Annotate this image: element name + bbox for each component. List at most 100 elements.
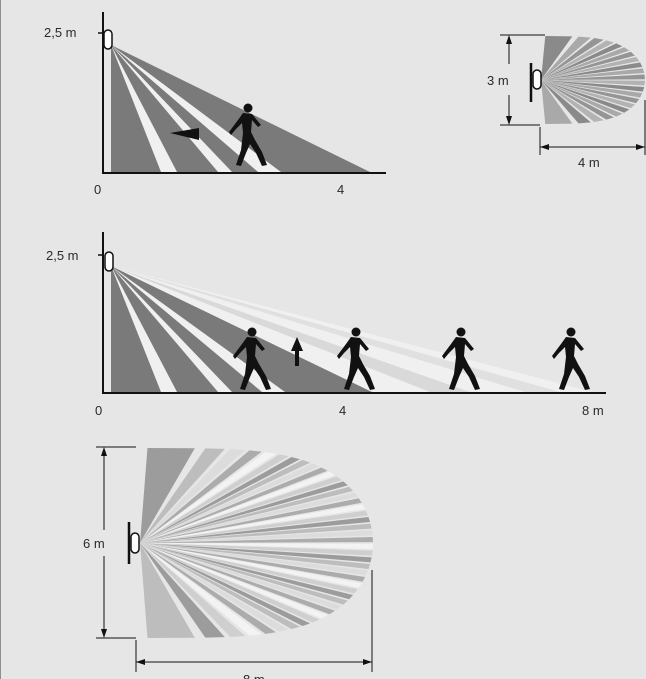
- detection-segment: [140, 543, 366, 582]
- detection-gap: [111, 266, 232, 392]
- detection-segment: [541, 80, 604, 122]
- detection-segment: [541, 80, 614, 120]
- detection-segment: [541, 68, 645, 80]
- detection-zone-dark: [111, 45, 370, 172]
- detection-segment: [140, 448, 195, 543]
- detection-segment: [140, 471, 336, 543]
- detection-segment: [140, 543, 336, 615]
- detection-segment: [140, 543, 262, 636]
- detection-segment: [140, 448, 225, 543]
- detection-segment: [140, 504, 366, 543]
- range-label: 8 m: [243, 672, 265, 679]
- detection-zone-dark: [111, 266, 372, 392]
- detection-segment: [541, 36, 591, 80]
- top-view-4m: 3 m 4 m: [487, 34, 646, 170]
- width-label: 6 m: [83, 536, 105, 551]
- detection-segment: [541, 36, 573, 80]
- detection-segment: [140, 510, 368, 543]
- detection-segment: [140, 543, 368, 576]
- dimension-arrowhead: [506, 116, 512, 125]
- detection-segment: [140, 543, 289, 632]
- x-tick-label: 4: [339, 403, 346, 418]
- detection-segment: [541, 74, 645, 80]
- top-view-8m: 6 m 8 m: [83, 446, 373, 679]
- detection-segment: [140, 492, 358, 543]
- detection-segment: [140, 523, 372, 543]
- detection-segment: [140, 449, 246, 543]
- detection-gap: [111, 45, 177, 172]
- detection-segment: [541, 62, 643, 80]
- x-tick-label: 4: [337, 182, 344, 197]
- side-view-4m: 2,5 m 0 4: [44, 12, 386, 197]
- detection-segment: [140, 543, 358, 594]
- sensor-icon: [103, 29, 113, 50]
- height-label: 2,5 m: [44, 25, 77, 40]
- detection-gap: [111, 45, 281, 172]
- detection-fan-large: [140, 448, 373, 638]
- detection-segment: [541, 80, 643, 98]
- dimension-arrowhead: [540, 144, 549, 150]
- direction-arrow-left-icon: [170, 128, 199, 140]
- detection-segment: [140, 537, 373, 543]
- detection-segment: [541, 80, 630, 113]
- detection-segment: [140, 543, 300, 630]
- detection-gap: [111, 266, 177, 392]
- detection-segment: [140, 481, 348, 543]
- detection-segment: [140, 530, 373, 543]
- detection-segment: [541, 51, 635, 80]
- detection-segment: [140, 452, 277, 543]
- detection-segment: [541, 80, 591, 124]
- dimension-arrowhead: [506, 35, 512, 44]
- detection-segment: [541, 80, 640, 104]
- height-label: 2,5 m: [46, 248, 79, 263]
- sensor-icon: [104, 251, 114, 272]
- sensor-icon: [130, 532, 140, 554]
- detection-band: [111, 266, 560, 392]
- detection-segment: [541, 38, 604, 80]
- detection-segment: [140, 543, 342, 610]
- detection-segment: [140, 517, 371, 543]
- x-tick-label: 0: [95, 403, 102, 418]
- detection-segment: [140, 450, 262, 543]
- dimension-arrowhead: [136, 659, 145, 665]
- dimension-arrowhead: [363, 659, 372, 665]
- detection-segment: [140, 460, 311, 543]
- range-label: 4 m: [578, 155, 600, 170]
- detection-segment: [541, 56, 640, 80]
- dimension-arrowhead: [101, 447, 107, 456]
- detection-segment: [140, 498, 362, 543]
- detection-segment: [140, 543, 225, 638]
- detection-segment: [140, 543, 246, 637]
- detection-segment: [140, 543, 354, 600]
- detection-segment: [140, 486, 354, 543]
- detection-segment: [140, 543, 373, 556]
- side-view-8m: 2,5 m 0 4 8 m: [46, 232, 606, 418]
- detection-segment: [140, 543, 195, 638]
- detection-band: [111, 266, 470, 392]
- detection-segment: [541, 43, 623, 80]
- detection-segment: [140, 456, 300, 543]
- walking-person-icon: [552, 327, 590, 390]
- width-label: 3 m: [487, 73, 509, 88]
- detection-segment: [140, 543, 328, 619]
- detection-segment: [541, 80, 635, 109]
- detection-fan-small: [541, 36, 645, 124]
- detection-segment: [140, 543, 372, 563]
- detection-segment: [140, 543, 320, 623]
- detection-segment: [140, 467, 328, 543]
- detection-segment: [140, 543, 371, 569]
- detection-segment: [541, 80, 573, 124]
- detection-segment: [140, 476, 342, 543]
- detection-segment: [140, 543, 348, 605]
- x-tick-label: 8 m: [582, 403, 604, 418]
- detection-segment: [541, 40, 614, 80]
- detection-segment: [541, 80, 623, 117]
- detection-segment: [541, 80, 645, 92]
- detection-segment: [140, 543, 362, 588]
- x-tick-label: 0: [94, 182, 101, 197]
- detection-gap: [111, 45, 232, 172]
- detection-segment: [541, 47, 630, 80]
- detection-segment: [140, 463, 320, 543]
